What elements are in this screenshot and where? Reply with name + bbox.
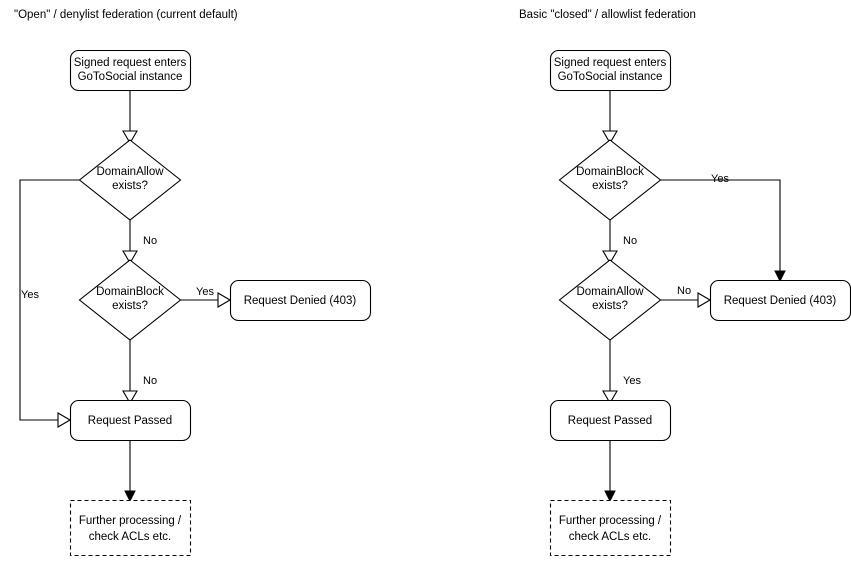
- left-edge-allow-yes-arrowhead: [57, 412, 72, 428]
- right-decision-domainallow[interactable]: DomainAllow exists?: [558, 259, 662, 341]
- left-column-title: "Open" / denylist federation (current de…: [14, 9, 238, 21]
- right-entry-node-label-line2: GoToSocial instance: [558, 71, 663, 83]
- right-further-processing-label-line1: Further processing /: [559, 515, 662, 527]
- left-entry-node-label-line1: Signed request enters: [74, 57, 187, 69]
- left-decision-domainallow-label-line1: DomainAllow: [96, 166, 164, 178]
- left-decision-domainblock-label-line2: exists?: [112, 300, 148, 312]
- right-further-processing-shape: [549, 499, 672, 557]
- left-decision-domainblock[interactable]: DomainBlock exists?: [78, 259, 182, 341]
- left-edge-allow-yes-label: Yes: [21, 289, 39, 301]
- left-request-denied-shape: [229, 279, 372, 322]
- right-edge-block-yes-arrowhead: [774, 270, 786, 283]
- left-edge-block-no-label: No: [143, 375, 157, 387]
- left-edge-block-no-arrowhead: [122, 390, 138, 405]
- right-decision-domainallow-label-line1: DomainAllow: [576, 286, 644, 298]
- right-further-processing-node[interactable]: Further processing / check ACLs etc.: [549, 499, 672, 557]
- left-decision-domainallow-label-line2: exists?: [112, 180, 148, 192]
- right-decision-domainblock-label-line2: exists?: [592, 180, 628, 192]
- left-entry-node[interactable]: Signed request enters GoToSocial instanc…: [69, 49, 192, 92]
- left-entry-node-label-line2: GoToSocial instance: [78, 71, 183, 83]
- left-edge-passed-to-further-arrowhead: [124, 490, 136, 503]
- right-edge-allow-yes-label: Yes: [623, 375, 641, 387]
- right-edge-block-no-arrowhead: [602, 250, 618, 265]
- right-decision-domainallow-label-line2: exists?: [592, 300, 628, 312]
- right-edge-passed-to-further-arrowhead: [604, 490, 616, 503]
- left-edge-block-yes-label: Yes: [196, 286, 214, 298]
- right-column-title: Basic "closed" / allowlist federation: [519, 9, 696, 21]
- left-request-passed-label: Request Passed: [88, 415, 172, 427]
- right-request-passed-node[interactable]: Request Passed: [549, 399, 672, 442]
- left-further-processing-label-line1: Further processing /: [79, 515, 182, 527]
- left-request-denied-node[interactable]: Request Denied (403): [229, 279, 372, 322]
- left-edge-allow-no-label: No: [143, 235, 157, 247]
- right-entry-node-label-line1: Signed request enters: [554, 57, 667, 69]
- left-decision-domainallow[interactable]: DomainAllow exists?: [78, 139, 182, 221]
- right-edge-allow-no-label: No: [677, 285, 691, 297]
- right-decision-domainblock[interactable]: DomainBlock exists?: [558, 139, 662, 221]
- left-request-denied-label: Request Denied (403): [244, 295, 357, 307]
- right-request-denied-node[interactable]: Request Denied (403): [709, 279, 851, 322]
- left-request-passed-node[interactable]: Request Passed: [69, 399, 192, 442]
- right-edge-block-yes-label: Yes: [711, 173, 729, 185]
- right-further-processing-label-line2: check ACLs etc.: [569, 531, 651, 543]
- right-edge-allow-yes-arrowhead: [602, 390, 618, 405]
- right-entry-node[interactable]: Signed request enters GoToSocial instanc…: [549, 49, 672, 92]
- right-edge-block-yes-to-denied: [660, 179, 781, 274]
- right-decision-domainblock-label-line1: DomainBlock: [576, 166, 644, 178]
- left-edge-entry-to-allow-arrowhead: [122, 130, 138, 145]
- left-further-processing-node[interactable]: Further processing / check ACLs etc.: [69, 499, 192, 557]
- right-edge-allow-no-arrowhead: [697, 292, 712, 308]
- right-edge-block-no-label: No: [623, 235, 637, 247]
- left-decision-domainblock-label-line1: DomainBlock: [96, 286, 164, 298]
- left-edge-block-yes-arrowhead: [217, 292, 232, 308]
- left-edge-allow-yes-to-passed: [19, 179, 80, 421]
- right-request-denied-label: Request Denied (403): [724, 295, 837, 307]
- left-further-processing-label-line2: check ACLs etc.: [89, 531, 171, 543]
- right-request-passed-label: Request Passed: [568, 415, 652, 427]
- left-edge-allow-no-arrowhead: [122, 250, 138, 265]
- right-edge-entry-to-block-arrowhead: [602, 130, 618, 145]
- left-further-processing-shape: [69, 499, 192, 557]
